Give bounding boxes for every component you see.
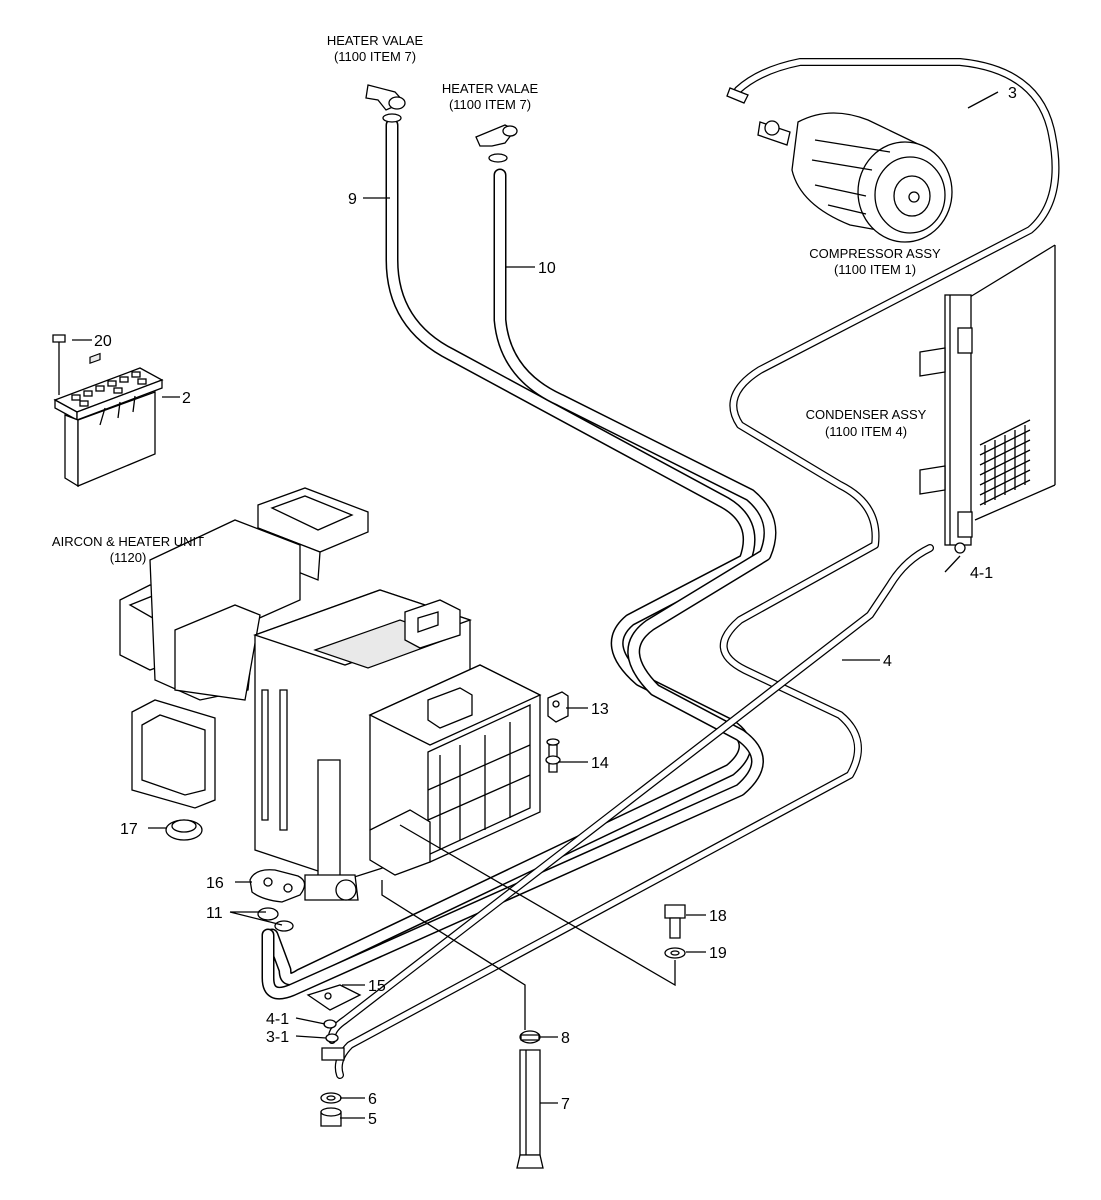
callout-19: 19: [709, 945, 727, 962]
callout-10: 10: [538, 260, 556, 277]
heater-valve-1-ref: (1100 ITEM 7): [334, 49, 416, 64]
captions: HEATER VALAE (1100 ITEM 7) HEATER VALAE …: [52, 33, 941, 565]
bolt-14: [545, 738, 561, 773]
condenser-ref: (1100 ITEM 4): [825, 424, 907, 439]
condenser-assy: [919, 244, 1056, 554]
callout-15: 15: [368, 978, 386, 995]
callout-7: 7: [561, 1096, 570, 1113]
callout-18: 18: [709, 908, 727, 925]
callout-14: 14: [591, 755, 609, 772]
compressor-assy: [726, 87, 953, 243]
control-panel-buttons: [71, 371, 147, 407]
compressor-title: COMPRESSOR ASSY: [809, 246, 941, 261]
heater-valve-2-ref: (1100 ITEM 7): [449, 97, 531, 112]
callout-3: 3: [1008, 85, 1017, 102]
callout-9: 9: [348, 191, 357, 208]
screw-20: [52, 334, 66, 395]
compressor-ref: (1100 ITEM 1): [834, 262, 916, 277]
condenser-title: CONDENSER ASSY: [806, 407, 927, 422]
aircon-unit-ref: (1120): [110, 550, 147, 565]
bracket-13: [547, 691, 569, 723]
grommet-17: [165, 819, 203, 841]
callout-11: 11: [206, 905, 223, 922]
callout-16: 16: [206, 875, 224, 892]
nut-5: [320, 1107, 342, 1127]
clamp-8: [519, 1030, 541, 1044]
callout-4-1-top: 4-1: [970, 565, 993, 582]
callout-6: 6: [368, 1091, 377, 1108]
heater-valve-left: [365, 84, 406, 123]
washer-19: [664, 947, 686, 959]
aircon-heater-unit: [119, 487, 542, 901]
condenser-core-mesh: [979, 419, 1031, 506]
callout-8: 8: [561, 1030, 570, 1047]
plate-16: [249, 869, 306, 903]
plate-15: [306, 984, 362, 1011]
heater-valve-right: [475, 124, 518, 163]
heater-valve-2-title: HEATER VALAE: [442, 81, 539, 96]
callout-20: 20: [94, 333, 112, 350]
callouts: 20 2 3 9 10 4-1 4 13 14 17 16 11 15 4-1 …: [94, 85, 1017, 1128]
callout-5: 5: [368, 1111, 377, 1128]
callout-17: 17: [120, 821, 138, 838]
callout-4-1-bottom: 4-1: [266, 1011, 289, 1028]
leader-lines: [72, 91, 999, 1119]
fittings-4-1-3-1: [321, 1019, 345, 1061]
callout-2: 2: [182, 390, 191, 407]
bolt-18: [664, 904, 686, 939]
hose-group: [261, 58, 1060, 1079]
clamp-11: [257, 907, 294, 932]
callout-4: 4: [883, 653, 892, 670]
callout-3-1: 3-1: [266, 1029, 289, 1046]
washer-6: [320, 1092, 342, 1104]
hose-7: [516, 1049, 544, 1169]
aircon-unit-title: AIRCON & HEATER UNIT: [52, 534, 204, 549]
control-panel: [53, 352, 164, 488]
heater-valve-1-title: HEATER VALAE: [327, 33, 424, 48]
callout-13: 13: [591, 701, 609, 718]
